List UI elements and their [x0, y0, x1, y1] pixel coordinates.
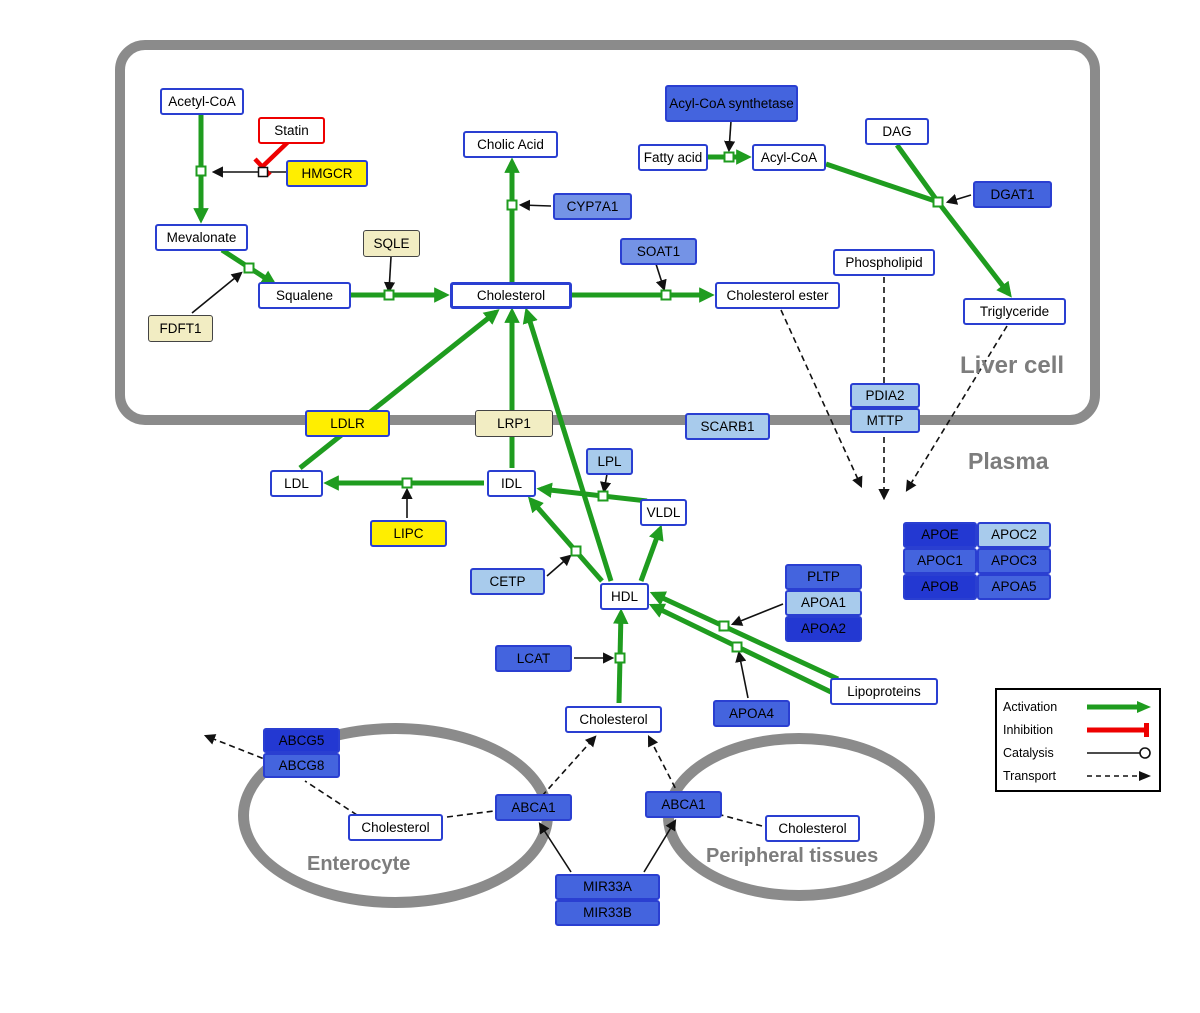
- node-sqle[interactable]: SQLE: [363, 230, 420, 257]
- node-soat1[interactable]: SOAT1: [620, 238, 697, 265]
- node-vldl[interactable]: VLDL: [640, 499, 687, 526]
- node-pltp[interactable]: PLTP: [785, 564, 862, 590]
- inhibition-bar-icon: [1087, 722, 1149, 737]
- node-mevalonate[interactable]: Mevalonate: [155, 224, 248, 251]
- node-lipc[interactable]: LIPC: [370, 520, 447, 547]
- node-phospholipid[interactable]: Phospholipid: [833, 249, 935, 276]
- node-abcg8[interactable]: ABCG8: [263, 753, 340, 778]
- node-fatty-acid[interactable]: Fatty acid: [638, 144, 708, 171]
- node-cholesterol-liver[interactable]: Cholesterol: [450, 282, 572, 309]
- node-apoa5[interactable]: APOA5: [977, 574, 1051, 600]
- node-apoe[interactable]: APOE: [903, 522, 977, 548]
- legend-transport-label: Transport: [1003, 768, 1057, 783]
- legend-row-inhibition: Inhibition: [1003, 718, 1153, 741]
- catalysis-edges: [191, 120, 972, 873]
- catalysis-circle-icon: [1087, 746, 1151, 759]
- plasma-label: Plasma: [968, 448, 1049, 474]
- node-lcat[interactable]: LCAT: [495, 645, 572, 672]
- node-apoc1[interactable]: APOC1: [903, 548, 977, 574]
- node-mttp[interactable]: MTTP: [850, 408, 920, 433]
- activation-arrow-icon: [1087, 700, 1151, 713]
- node-cetp[interactable]: CETP: [470, 568, 545, 595]
- node-scarb1[interactable]: SCARB1: [685, 413, 770, 440]
- legend-catalysis-label: Catalysis: [1003, 745, 1054, 760]
- node-abca1-peripheral[interactable]: ABCA1: [645, 791, 722, 818]
- legend-row-transport: Transport: [1003, 764, 1153, 787]
- peripheral-tissues-label: Peripheral tissues: [706, 845, 879, 867]
- node-mir33b[interactable]: MIR33B: [555, 900, 660, 926]
- node-lpl[interactable]: LPL: [586, 448, 633, 475]
- node-squalene[interactable]: Squalene: [258, 282, 351, 309]
- node-apob[interactable]: APOB: [903, 574, 977, 600]
- node-lrp1[interactable]: LRP1: [475, 410, 553, 437]
- legend-activation-label: Activation: [1003, 699, 1058, 714]
- node-hmgcr[interactable]: HMGCR: [286, 160, 368, 187]
- node-apoc2[interactable]: APOC2: [977, 522, 1051, 548]
- node-cholic-acid[interactable]: Cholic Acid: [463, 131, 558, 158]
- node-apoc3[interactable]: APOC3: [977, 548, 1051, 574]
- transport-arrow-icon: [1087, 770, 1151, 781]
- node-apoa4[interactable]: APOA4: [713, 700, 790, 727]
- node-acyl-coa[interactable]: Acyl-CoA: [752, 144, 826, 171]
- node-abca1-enterocyte[interactable]: ABCA1: [495, 794, 572, 821]
- node-ldlr[interactable]: LDLR: [305, 410, 390, 437]
- legend-row-activation: Activation: [1003, 695, 1153, 718]
- node-acyl-coa-synthetase[interactable]: Acyl-CoA synthetase: [665, 85, 798, 122]
- enterocyte-label: Enterocyte: [307, 853, 411, 875]
- node-ldl[interactable]: LDL: [270, 470, 323, 497]
- node-cyp7a1[interactable]: CYP7A1: [553, 193, 632, 220]
- node-cholesterol-plasma[interactable]: Cholesterol: [565, 706, 662, 733]
- node-apoa2[interactable]: APOA2: [785, 616, 862, 642]
- node-statin[interactable]: Statin: [258, 117, 325, 144]
- node-triglyceride[interactable]: Triglyceride: [963, 298, 1066, 325]
- reaction-nodes: [195, 151, 944, 664]
- node-cholesterol-peripheral[interactable]: Cholesterol: [765, 815, 860, 842]
- legend-inhibition-label: Inhibition: [1003, 722, 1054, 737]
- node-fdft1[interactable]: FDFT1: [148, 315, 213, 342]
- node-abcg5[interactable]: ABCG5: [263, 728, 340, 753]
- node-pdia2[interactable]: PDIA2: [850, 383, 920, 408]
- node-dgat1[interactable]: DGAT1: [973, 181, 1052, 208]
- node-dag[interactable]: DAG: [865, 118, 929, 145]
- liver-cell-label: Liver cell: [960, 352, 1065, 379]
- node-idl[interactable]: IDL: [487, 470, 536, 497]
- legend-row-catalysis: Catalysis: [1003, 741, 1153, 764]
- node-mir33a[interactable]: MIR33A: [555, 874, 660, 900]
- node-cholesterol-enterocyte[interactable]: Cholesterol: [348, 814, 443, 841]
- node-acetyl-coa[interactable]: Acetyl-CoA: [160, 88, 244, 115]
- liver-cell-membrane: [115, 40, 1100, 425]
- node-cholesterol-ester[interactable]: Cholesterol ester: [715, 282, 840, 309]
- node-apoa1[interactable]: APOA1: [785, 590, 862, 616]
- node-hdl[interactable]: HDL: [600, 583, 649, 610]
- node-lipoproteins[interactable]: Lipoproteins: [830, 678, 938, 705]
- legend: Activation Inhibition Catalysis Transpor…: [995, 688, 1161, 792]
